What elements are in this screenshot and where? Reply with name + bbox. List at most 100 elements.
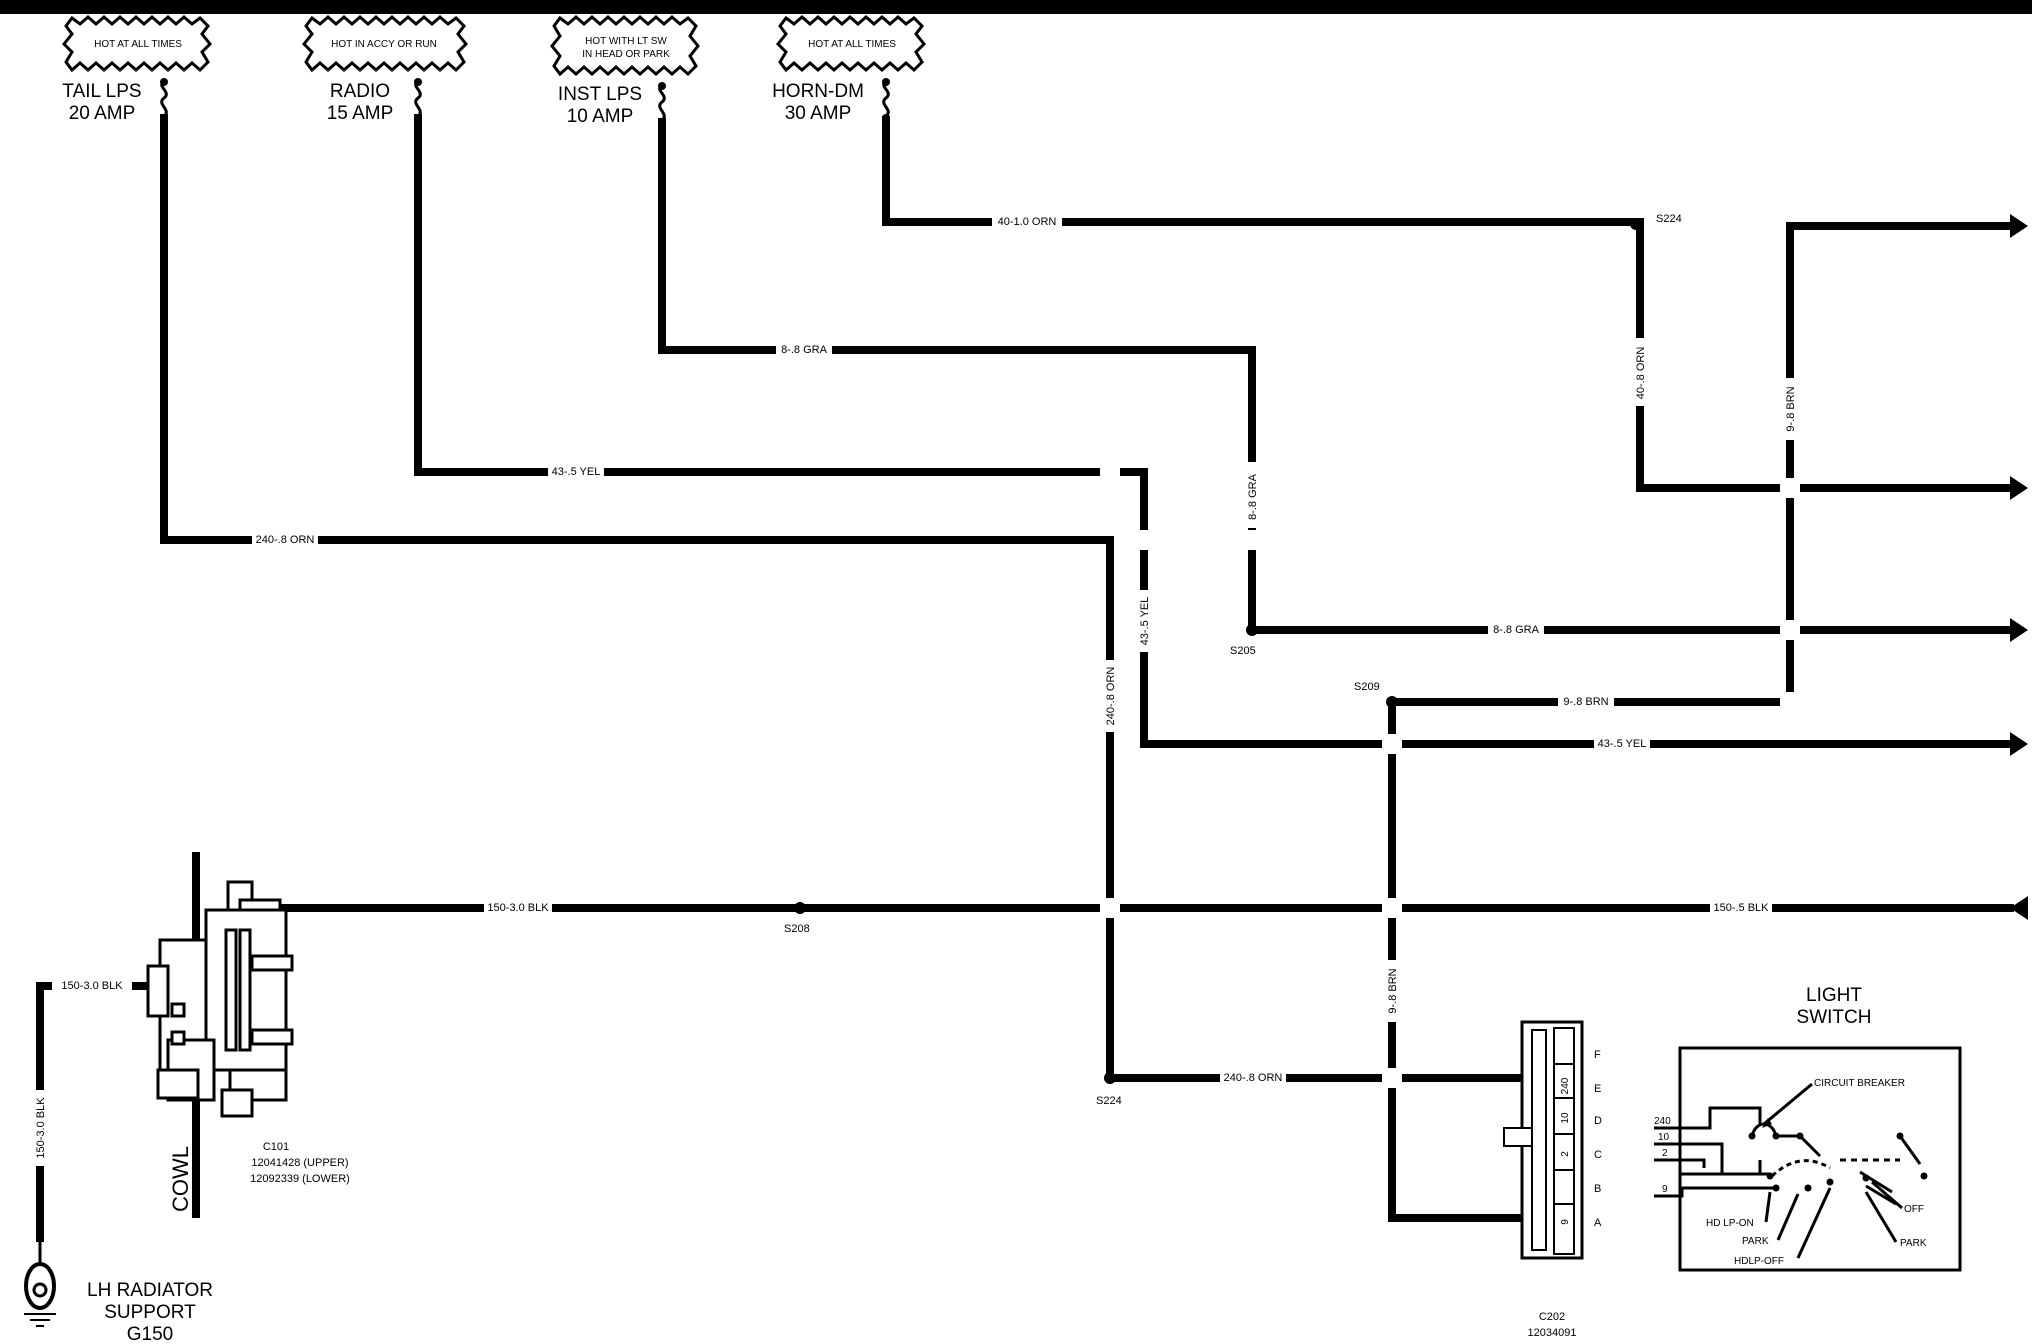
park-right-label: PARK [1900, 1238, 1927, 1249]
wire-label: 150-3.0 BLK [61, 980, 123, 992]
fuse-tail-lps: HOT AT ALL TIMES TAIL LPS 20 AMP [61, 15, 213, 124]
ground-g150: LH RADIATOR SUPPORT G150 [24, 1238, 213, 1344]
c202-cavity-label: 240 [1560, 1077, 1571, 1094]
ground-label-line2: SUPPORT [104, 1302, 196, 1323]
wire-horn-40-orn [882, 116, 1640, 226]
fuse-hot-label: HOT AT ALL TIMES [808, 39, 896, 50]
c202-cavity-label: 10 [1560, 1112, 1571, 1124]
fuse-rating: 20 AMP [69, 103, 136, 124]
switch-terminal-label: 9 [1662, 1184, 1668, 1195]
cowl-label: COWL [168, 1146, 193, 1212]
c202-pin: E [1594, 1083, 1601, 1095]
hot-burst-icon [775, 15, 927, 73]
switch-terminal-label: 240 [1654, 1116, 1671, 1127]
park-left-label: PARK [1742, 1236, 1769, 1247]
fuse-name: HORN-DM [772, 81, 864, 102]
fuse-symbol-icon [414, 80, 422, 118]
fuse-name: INST LPS [558, 84, 642, 105]
wire-label: 43-.5 YEL [552, 466, 601, 478]
wire-ground-150-blk [36, 982, 180, 1242]
hot-burst-icon [61, 15, 213, 73]
wire-label: 8-.8 GRA [1493, 624, 1540, 636]
splice-label: S209 [1354, 681, 1380, 693]
fuse-rating: 10 AMP [567, 106, 634, 127]
wire-label: 9-.8 BRN [1563, 696, 1608, 708]
fuse-symbol-icon [658, 84, 666, 122]
wire-label: 150-3.0 BLK [487, 902, 549, 914]
off-label: OFF [1904, 1204, 1924, 1215]
wire-inst-8-gra [658, 118, 1256, 634]
splice-dot [1246, 624, 1258, 636]
wire-label: 40-.8 ORN [1635, 347, 1647, 400]
ground-symbol-icon [24, 1313, 56, 1327]
fuse-rating: 15 AMP [327, 103, 394, 124]
hdlp-off-label: HDLP-OFF [1734, 1256, 1784, 1267]
wire-label: 8-.8 GRA [781, 344, 828, 356]
hot-burst-icon [301, 15, 469, 73]
c202-connector: 240 10 2 9 F E D C B A C202 12034091 [1503, 1020, 1602, 1339]
arrow-left-icon [2010, 896, 2028, 920]
wire-label: 150-.5 BLK [1713, 902, 1769, 914]
wire-tail-240-orn [160, 114, 1114, 1082]
c202-pin: D [1594, 1115, 1602, 1127]
c101-connector: COWL C101 12041428 (UPPER) 12092339 (LOW… [146, 852, 350, 1218]
light-switch-title-line1: LIGHT [1806, 985, 1862, 1006]
light-switch-box [1678, 1046, 1962, 1272]
c202-pin: F [1594, 1049, 1601, 1061]
wire-label: 9-.8 BRN [1785, 386, 1797, 431]
c202-pin: A [1594, 1217, 1602, 1229]
c202-part: 12034091 [1528, 1327, 1577, 1339]
light-switch-title-line2: SWITCH [1797, 1007, 1872, 1028]
wire-label: 43-.5 YEL [1598, 738, 1647, 750]
splice-dot [1386, 696, 1398, 708]
wire-label: 43-.5 YEL [1139, 597, 1151, 646]
c101-lower-part: 12092339 (LOWER) [250, 1173, 350, 1185]
c202-pin: B [1594, 1183, 1601, 1195]
splice-label: S205 [1230, 645, 1256, 657]
fuse-hot-label-line2: IN HEAD OR PARK [582, 49, 670, 60]
splice-dot [1630, 218, 1642, 230]
ground-label-line1: LH RADIATOR [87, 1280, 213, 1301]
splice-label: S208 [784, 923, 810, 935]
splice-label: S224 [1656, 213, 1682, 225]
ground-label-line3: G150 [127, 1324, 173, 1344]
wire-label: 240-.8 ORN [256, 534, 315, 546]
switch-terminal-label: 2 [1662, 1148, 1668, 1159]
c202-pin: C [1594, 1149, 1602, 1161]
wire-radio-43-yel [414, 114, 2014, 748]
wire-label: 8-.8 GRA [1247, 473, 1259, 520]
fuse-radio: HOT IN ACCY OR RUN RADIO 15 AMP [301, 15, 469, 124]
top-border [0, 0, 2032, 14]
c202-cavity-label: 9 [1560, 1219, 1571, 1225]
fuse-hot-label: HOT IN ACCY OR RUN [331, 39, 437, 50]
splice-dot [794, 902, 806, 914]
arrow-right-icon [2010, 214, 2028, 238]
c202-title: C202 [1539, 1311, 1565, 1323]
fuse-name: RADIO [330, 81, 390, 102]
fuse-rating: 30 AMP [785, 103, 852, 124]
arrow-right-icon [2010, 618, 2028, 642]
light-switch: LIGHT SWITCH 240 10 2 9 [1654, 985, 1962, 1272]
circuit-breaker-label: CIRCUIT BREAKER [1814, 1078, 1905, 1089]
wire-label: 150-3.0 BLK [35, 1097, 47, 1159]
fuse-symbol-icon [882, 80, 890, 118]
fuse-hot-label-line1: HOT WITH LT SW [585, 36, 667, 47]
splice-label: S224 [1096, 1095, 1122, 1107]
wire-9-brn-down [1388, 698, 1548, 1222]
wire-label: 9-.8 BRN [1387, 968, 1399, 1013]
fuse-inst-lps: HOT WITH LT SW IN HEAD OR PARK INST LPS … [550, 15, 700, 127]
arrow-right-icon [2010, 476, 2028, 500]
switch-terminal-label: 10 [1658, 1132, 1670, 1143]
c101-title: C101 [263, 1141, 289, 1153]
wire-label: 240-.8 ORN [1105, 667, 1117, 726]
c101-upper-part: 12041428 (UPPER) [251, 1157, 348, 1169]
c202-cavity-label: 2 [1560, 1151, 1571, 1157]
arrow-right-icon [2010, 732, 2028, 756]
wire-40-orn-vertical [1636, 218, 2014, 492]
hd-lp-on-label: HD LP-ON [1706, 1218, 1754, 1229]
fuse-horn-dm: HOT AT ALL TIMES HORN-DM 30 AMP [772, 15, 927, 124]
splice-dot [1104, 1072, 1116, 1084]
fuse-hot-label: HOT AT ALL TIMES [94, 39, 182, 50]
wire-label: 40-1.0 ORN [998, 216, 1057, 228]
